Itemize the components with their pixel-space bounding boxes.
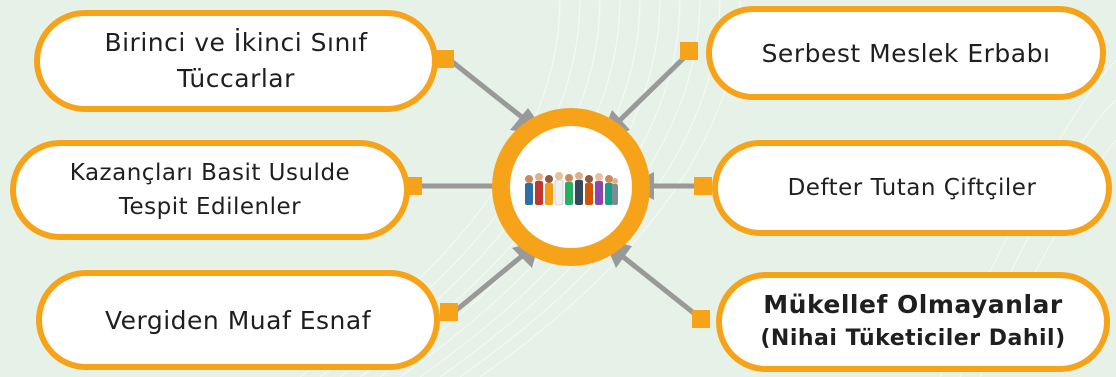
box-vergiden-muaf-esnaf: Vergiden Muaf Esnaf — [36, 270, 440, 370]
box-basit-usul: Kazançları Basit Usulde Tespit Edilenler — [10, 140, 410, 240]
group-of-people-icon — [525, 172, 618, 206]
box-text-line: Birinci ve İkinci Sınıf — [104, 28, 368, 57]
tab-bottom-right — [692, 310, 710, 328]
people-figures — [525, 172, 618, 206]
connector-bottom-right — [620, 254, 702, 320]
box-birinci-ikinci-sinif-tuccarlar: Birinci ve İkinci Sınıf Tüccarlar — [34, 10, 438, 112]
tab-top-right — [680, 42, 698, 60]
box-defter-tutan-ciftciler: Defter Tutan Çiftçiler — [712, 140, 1112, 236]
connector-bottom-left — [452, 254, 524, 314]
box-text-line: Vergiden Muaf Esnaf — [104, 305, 371, 335]
box-mukellef-olmayanlar: Mükellef Olmayanlar (Nihai Tüketiciler D… — [716, 272, 1110, 372]
tab-mid-right — [694, 177, 712, 195]
box-text-line: Tespit Edilenler — [118, 194, 302, 220]
box-text-line: Defter Tutan Çiftçiler — [787, 175, 1037, 201]
box-text-line: Mükellef Olmayanlar — [763, 290, 1063, 319]
center-hub — [492, 108, 650, 266]
box-text-line: Serbest Meslek Erbabı — [761, 38, 1051, 68]
box-serbest-meslek-erbabi: Serbest Meslek Erbabı — [706, 6, 1106, 100]
connector-top-left — [448, 58, 530, 124]
box-text-line: Kazançları Basit Usulde — [69, 160, 351, 186]
box-text-line: (Nihai Tüketiciler Dahil) — [760, 326, 1066, 351]
box-text-line: Tüccarlar — [177, 64, 295, 93]
tab-top-left — [436, 50, 454, 68]
connector-top-right — [614, 50, 692, 126]
tab-bottom-left — [440, 303, 458, 321]
